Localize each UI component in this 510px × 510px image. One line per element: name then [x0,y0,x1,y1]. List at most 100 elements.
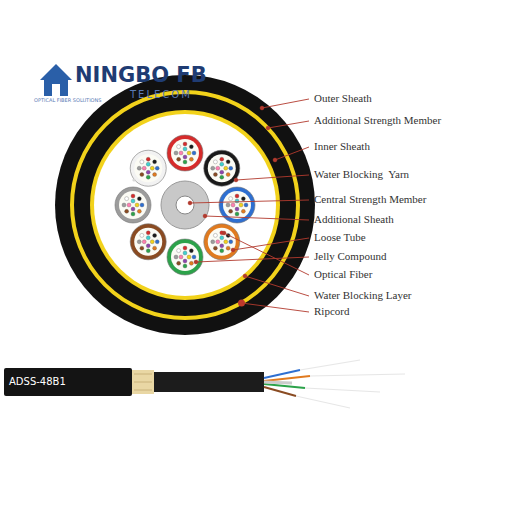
optical-fiber [146,236,150,240]
optical-fiber [153,173,157,177]
jelly-compound [134,228,162,256]
optical-fiber [226,173,230,177]
leader-line [275,147,309,160]
leader-dot [260,106,264,110]
optical-fiber [229,197,233,201]
tube-wall [204,150,240,186]
leader-lines [188,99,309,312]
optical-fiber [241,197,245,201]
optical-fiber [146,231,150,235]
leader-line [190,200,309,203]
part-label: Optical Fiber [314,268,372,280]
leader-dot [234,178,238,182]
optical-fiber [183,147,187,151]
loose-tube [204,224,240,260]
tube-wall [167,135,203,171]
optical-fiber [146,244,150,248]
tube-wall [204,224,240,260]
optical-fiber [216,240,220,244]
jelly-compound [119,191,147,219]
leader-line [262,99,309,108]
part-label: Ripcord [314,305,349,317]
optical-fiber [140,233,144,237]
optical-fiber [140,173,144,177]
optical-fiber [179,255,183,259]
aramid-yarn-side [132,370,154,394]
brand-subtitle: TELECOM [130,89,192,100]
yarn-strand [134,382,152,383]
optical-fiber [177,157,181,161]
tube-wall [130,224,166,260]
optical-fiber [220,249,224,253]
optical-fiber [224,166,228,170]
part-label: Central Strength Member [314,193,426,205]
optical-fiber [244,203,248,207]
optical-fiber [213,233,217,237]
leader-dot [266,126,270,130]
optical-fiber [241,209,245,213]
leader-dot [231,248,235,252]
part-label: Water Blocking Yarn [314,168,409,180]
optical-fiber [183,264,187,268]
optical-fiber [153,246,157,250]
optical-fiber [177,261,181,265]
optical-fiber [150,166,154,170]
tube-wall [130,150,166,186]
optical-fiber [174,255,178,259]
optical-fiber [174,151,178,155]
loose-tube [167,135,203,171]
optical-fiber [229,166,233,170]
water-blocking-layer [90,110,280,300]
fiber-side [310,374,405,376]
optical-fiber [153,233,157,237]
optical-fiber [213,160,217,164]
optical-fiber [177,145,181,149]
part-label: Inner Sheath [314,140,370,152]
optical-fiber [220,175,224,179]
part-label: Jelly Compound [314,250,386,262]
optical-fiber [183,251,187,255]
jelly-compound [171,243,199,271]
optical-fiber [220,170,224,174]
optical-fiber [137,166,141,170]
water-blocking-yarn [132,178,135,181]
optical-fiber [192,151,196,155]
brand-name: NINGBO FB [75,64,207,87]
optical-fiber [177,249,181,253]
strength-member-ring [72,92,298,318]
outer-sheath-side [4,368,132,396]
logo-house [40,64,72,96]
optical-fiber [220,236,224,240]
optical-fiber [187,255,191,259]
optical-fiber [189,249,193,253]
optical-fiber [183,246,187,250]
loose-tubes [115,135,255,275]
logo-icon [40,64,72,96]
optical-fiber [229,240,233,244]
optical-fiber [179,151,183,155]
optical-fiber [155,240,159,244]
optical-fiber [239,203,243,207]
optical-fiber [226,160,230,164]
optical-fiber [226,203,230,207]
leader-line [205,216,309,220]
tube-wall [167,239,203,275]
optical-fiber [122,203,126,207]
optical-fiber [142,166,146,170]
leader-dot [243,274,247,278]
optical-fiber [131,212,135,216]
optical-fiber [211,166,215,170]
leader-line [245,276,309,296]
optical-fiber [146,175,150,179]
fiber-side [305,388,380,392]
optical-fiber [220,244,224,248]
leader-dot [273,158,277,162]
optical-fiber [142,240,146,244]
optical-fiber [137,197,141,201]
jelly-compound [208,154,236,182]
optical-fiber [211,240,215,244]
leader-dot [203,214,207,218]
optical-fiber [146,170,150,174]
additional-sheath [161,181,209,229]
